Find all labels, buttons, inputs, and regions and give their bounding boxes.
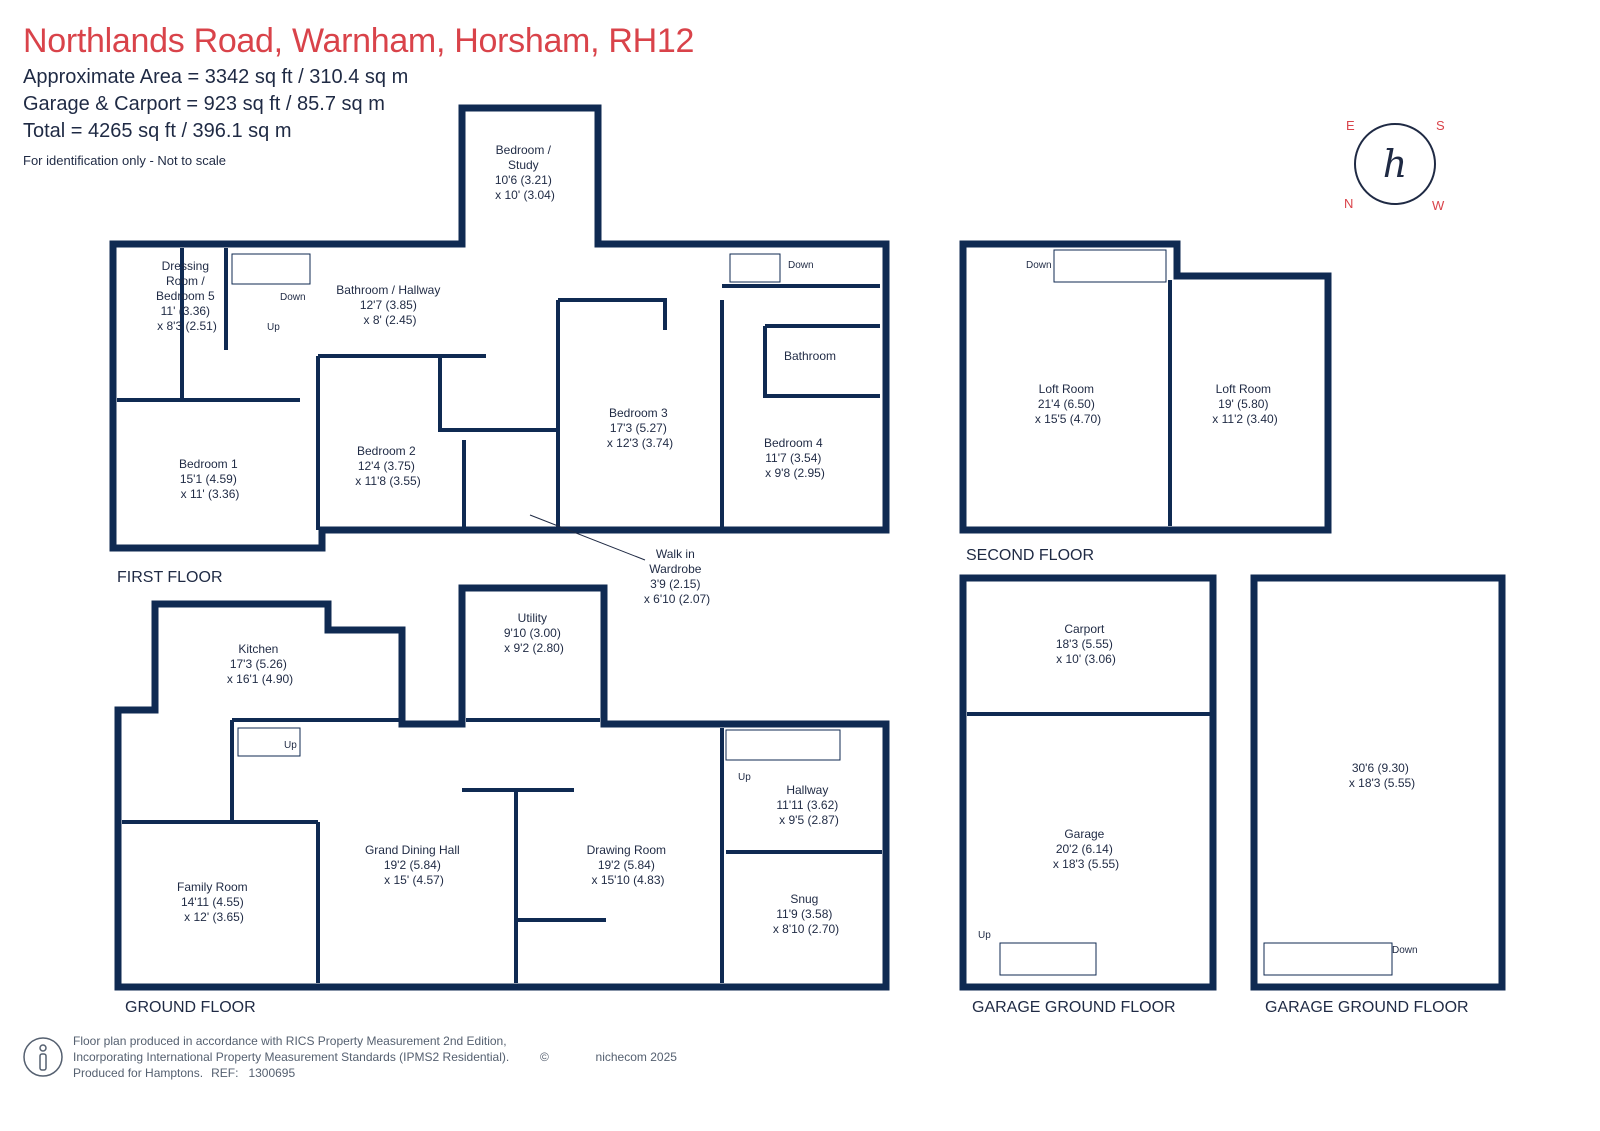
- first-floor-outline: [109, 104, 890, 552]
- stair-down-4: Down: [1392, 945, 1418, 956]
- stair-up-4: Up: [978, 930, 991, 941]
- room-dressing: Dressing Room / Bedroom 5 11' (3.36) x 8…: [156, 259, 218, 333]
- ground-floor-label: GROUND FLOOR: [125, 999, 256, 1016]
- footer-produced: Produced for Hamptons.: [73, 1066, 204, 1080]
- room-garage-2: 30'6 (9.30) x 18'3 (5.55): [1349, 761, 1415, 790]
- room-carport: Carport 18'3 (5.55) x 10' (3.06): [1056, 622, 1116, 666]
- room-bathroom: Bathroom: [784, 349, 836, 363]
- scale-note: For identification only - Not to scale: [23, 153, 227, 168]
- room-loft-2: Loft Room 19' (5.80) x 11'2 (3.40): [1212, 382, 1277, 426]
- first-floor-label: FIRST FLOOR: [117, 569, 223, 586]
- compass-n: N: [1344, 196, 1353, 211]
- garage-1-outline: [959, 574, 1217, 991]
- compass-w: W: [1432, 198, 1445, 213]
- footer-ref-label: REF:: [211, 1066, 239, 1080]
- garage-2-outline: [1250, 574, 1506, 991]
- footer-text: Floor plan produced in accordance with R…: [73, 1033, 509, 1081]
- stair-up-1: Up: [267, 322, 280, 333]
- room-snug: Snug 11'9 (3.58) x 8'10 (2.70): [773, 892, 839, 936]
- page-title: Northlands Road, Warnham, Horsham, RH12: [23, 22, 695, 60]
- room-bathroom-hallway: Bathroom / Hallway 12'7 (3.85) x 8' (2.4…: [336, 283, 443, 327]
- room-bedroom-3: Bedroom 3 17'3 (5.27) x 12'3 (3.74): [607, 406, 673, 450]
- compass-s: S: [1436, 118, 1445, 133]
- room-bedroom-2: Bedroom 2 12'4 (3.75) x 11'8 (3.55): [355, 444, 420, 488]
- stair-down-3: Down: [280, 292, 306, 303]
- compass-e: E: [1346, 118, 1355, 133]
- approximate-area: Approximate Area = 3342 sq ft / 310.4 sq…: [23, 66, 409, 88]
- total-area: Total = 4265 sq ft / 396.1 sq m: [23, 120, 292, 142]
- compass-logo-icon: h S W N E: [1344, 118, 1445, 213]
- brand-name: nichecom 2025: [595, 1050, 677, 1064]
- garage-ground-floor-label-1: GARAGE GROUND FLOOR: [972, 999, 1176, 1016]
- stair-up-3: Up: [738, 772, 751, 783]
- garage-carport-area: Garage & Carport = 923 sq ft / 85.7 sq m: [23, 93, 385, 115]
- room-walk-in-wardrobe: Walk in Wardrobe 3'9 (2.15) x 6'10 (2.07…: [644, 547, 710, 606]
- second-floor-label: SECOND FLOOR: [966, 547, 1094, 564]
- stair-down-2: Down: [1026, 260, 1052, 271]
- monogram-text: h: [1383, 142, 1407, 186]
- room-drawing: Drawing Room 19'2 (5.84) x 15'10 (4.83): [587, 843, 670, 887]
- ground-floor-outline: [114, 584, 890, 991]
- room-hallway: Hallway 11'11 (3.62) x 9'5 (2.87): [776, 783, 841, 827]
- room-bedroom-4: Bedroom 4 11'7 (3.54) x 9'8 (2.95): [764, 436, 826, 480]
- copyright: © nichecom 2025: [540, 1050, 677, 1064]
- room-dining-hall: Grand Dining Hall 19'2 (5.84) x 15' (4.5…: [365, 843, 463, 887]
- footer-line-1: Floor plan produced in accordance with R…: [73, 1034, 507, 1048]
- info-icon: [23, 1037, 63, 1077]
- footer-line-3: Produced for Hamptons. REF: 1300695: [73, 1065, 509, 1081]
- second-floor-outline: [959, 240, 1332, 534]
- room-garage: Garage 20'2 (6.14) x 18'3 (5.55): [1053, 827, 1119, 871]
- copyright-symbol: ©: [540, 1050, 549, 1064]
- room-utility: Utility 9'10 (3.00) x 9'2 (2.80): [504, 611, 564, 655]
- stair-up-2: Up: [284, 740, 297, 751]
- room-bedroom-1: Bedroom 1 15'1 (4.59) x 11' (3.36): [179, 457, 241, 501]
- room-loft-1: Loft Room 21'4 (6.50) x 15'5 (4.70): [1035, 382, 1101, 426]
- room-bedroom-study: Bedroom / Study 10'6 (3.21) x 10' (3.04): [495, 143, 555, 202]
- stair-down-1: Down: [788, 260, 814, 271]
- footer-ref-value: 1300695: [248, 1066, 296, 1080]
- room-kitchen: Kitchen 17'3 (5.26) x 16'1 (4.90): [227, 642, 293, 686]
- room-family: Family Room 14'11 (4.55) x 12' (3.65): [177, 880, 251, 924]
- footer-line-2: Incorporating International Property Mea…: [73, 1050, 510, 1064]
- garage-ground-floor-label-2: GARAGE GROUND FLOOR: [1265, 999, 1469, 1016]
